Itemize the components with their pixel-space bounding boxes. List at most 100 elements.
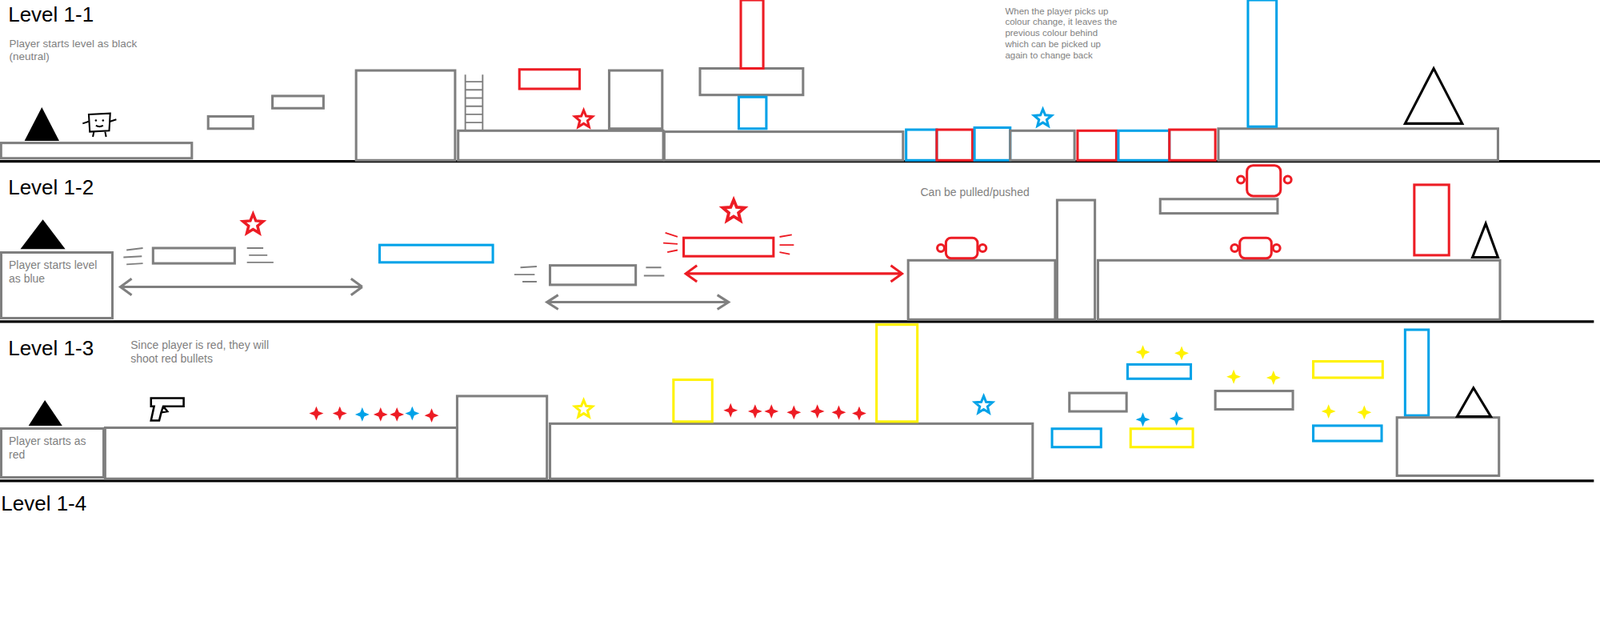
gun-icon — [151, 397, 184, 420]
platform — [1069, 392, 1127, 412]
crate-handle — [937, 244, 945, 252]
player-character — [82, 113, 116, 137]
red-block — [1169, 129, 1216, 160]
blue-colour-star — [975, 396, 993, 413]
ladder — [465, 74, 484, 131]
level-heading: Level 1-2 — [8, 175, 94, 200]
motion-lines — [514, 266, 665, 282]
start-platform: Player starts level as blue — [0, 251, 114, 320]
goal-triangle — [1456, 388, 1491, 417]
yellow-bullet — [1321, 404, 1336, 419]
blue-platform — [1313, 425, 1382, 441]
blue-block — [974, 127, 1011, 160]
platform — [208, 116, 253, 128]
red-wall — [1414, 184, 1449, 256]
yellow-block — [673, 380, 712, 422]
movement-arrow — [547, 295, 729, 310]
blue-block — [738, 96, 766, 129]
red-moving-platform — [684, 237, 774, 256]
blue-bullet — [1136, 412, 1151, 427]
crate-handle — [1284, 176, 1292, 184]
block — [1396, 417, 1500, 476]
level-heading: Level 1-4 — [0, 491, 87, 516]
note: Can be pulled/pushed — [920, 185, 1030, 200]
spawn-triangle — [24, 107, 60, 141]
red-bullet — [424, 408, 440, 423]
blue-platform — [1052, 428, 1101, 448]
crate-handle — [1237, 176, 1245, 184]
platform — [0, 143, 192, 159]
platform — [1215, 391, 1293, 410]
red-bullet — [723, 403, 738, 418]
yellow-bullet — [1356, 404, 1372, 420]
player-eye — [95, 119, 98, 122]
yellow-wall — [876, 324, 918, 422]
movement-arrow — [120, 278, 363, 295]
moving-platform — [550, 265, 636, 285]
player-legs — [92, 132, 107, 137]
platform — [550, 423, 1033, 479]
platform — [1160, 199, 1278, 214]
note: Player starts level as black (neutral) — [8, 37, 137, 64]
red-block — [936, 129, 973, 160]
red-block — [1077, 130, 1116, 160]
blue-wall — [1404, 329, 1428, 416]
blue-block — [906, 129, 937, 160]
blue-colour-star — [1034, 109, 1052, 127]
blue-block — [1118, 130, 1170, 160]
red-platform — [519, 69, 580, 89]
block — [356, 70, 456, 160]
blue-platform — [379, 244, 493, 263]
red-bullet — [748, 404, 763, 419]
platform — [1218, 128, 1498, 161]
red-colour-star — [575, 110, 593, 128]
blue-bullet — [355, 407, 370, 422]
movement-arrow — [685, 265, 902, 282]
level-heading: Level 1-1 — [8, 2, 94, 28]
red-bullet — [389, 407, 404, 422]
crate-body — [1240, 237, 1272, 259]
yellow-platform — [1130, 428, 1193, 448]
platform — [104, 427, 457, 479]
red-bullet — [764, 404, 779, 419]
yellow-colour-star — [575, 400, 593, 417]
crate-body — [945, 237, 978, 259]
player-body — [88, 113, 111, 132]
blue-wall — [1248, 0, 1277, 127]
node-text: Player starts as red — [8, 434, 96, 462]
yellow-bullet — [1266, 370, 1281, 385]
red-bullet — [832, 404, 847, 420]
red-bullet — [810, 404, 825, 419]
pushable-crate — [1231, 237, 1280, 259]
block — [456, 396, 547, 479]
blue-platform — [1127, 364, 1191, 379]
moving-platform — [152, 248, 235, 264]
platform — [272, 96, 324, 108]
crate-handle — [1272, 244, 1280, 252]
node-text: Player starts level as blue — [8, 258, 105, 286]
platform — [700, 68, 804, 96]
red-bullet — [332, 406, 348, 421]
yellow-platform — [1313, 361, 1384, 378]
spawn-triangle — [20, 219, 66, 249]
red-bullet — [308, 406, 324, 421]
red-colour-star — [722, 200, 744, 221]
level-heading: Level 1-3 — [8, 336, 94, 361]
pushable-crate — [1237, 165, 1292, 196]
motion-lines — [123, 248, 274, 264]
pushable-crate — [937, 237, 987, 259]
goal-triangle — [1404, 68, 1462, 124]
note: Since player is red, they will shoot red… — [130, 338, 279, 366]
red-colour-star — [243, 213, 264, 233]
platform — [908, 260, 1056, 320]
pillar — [1056, 200, 1095, 320]
platform — [664, 132, 903, 161]
red-wall — [740, 0, 764, 68]
player-arms — [82, 119, 116, 124]
yellow-bullet — [1174, 345, 1189, 360]
red-bullet — [373, 407, 388, 422]
spawn-triangle — [28, 400, 63, 426]
blue-bullet — [404, 406, 420, 421]
crate-handle — [1231, 244, 1239, 252]
